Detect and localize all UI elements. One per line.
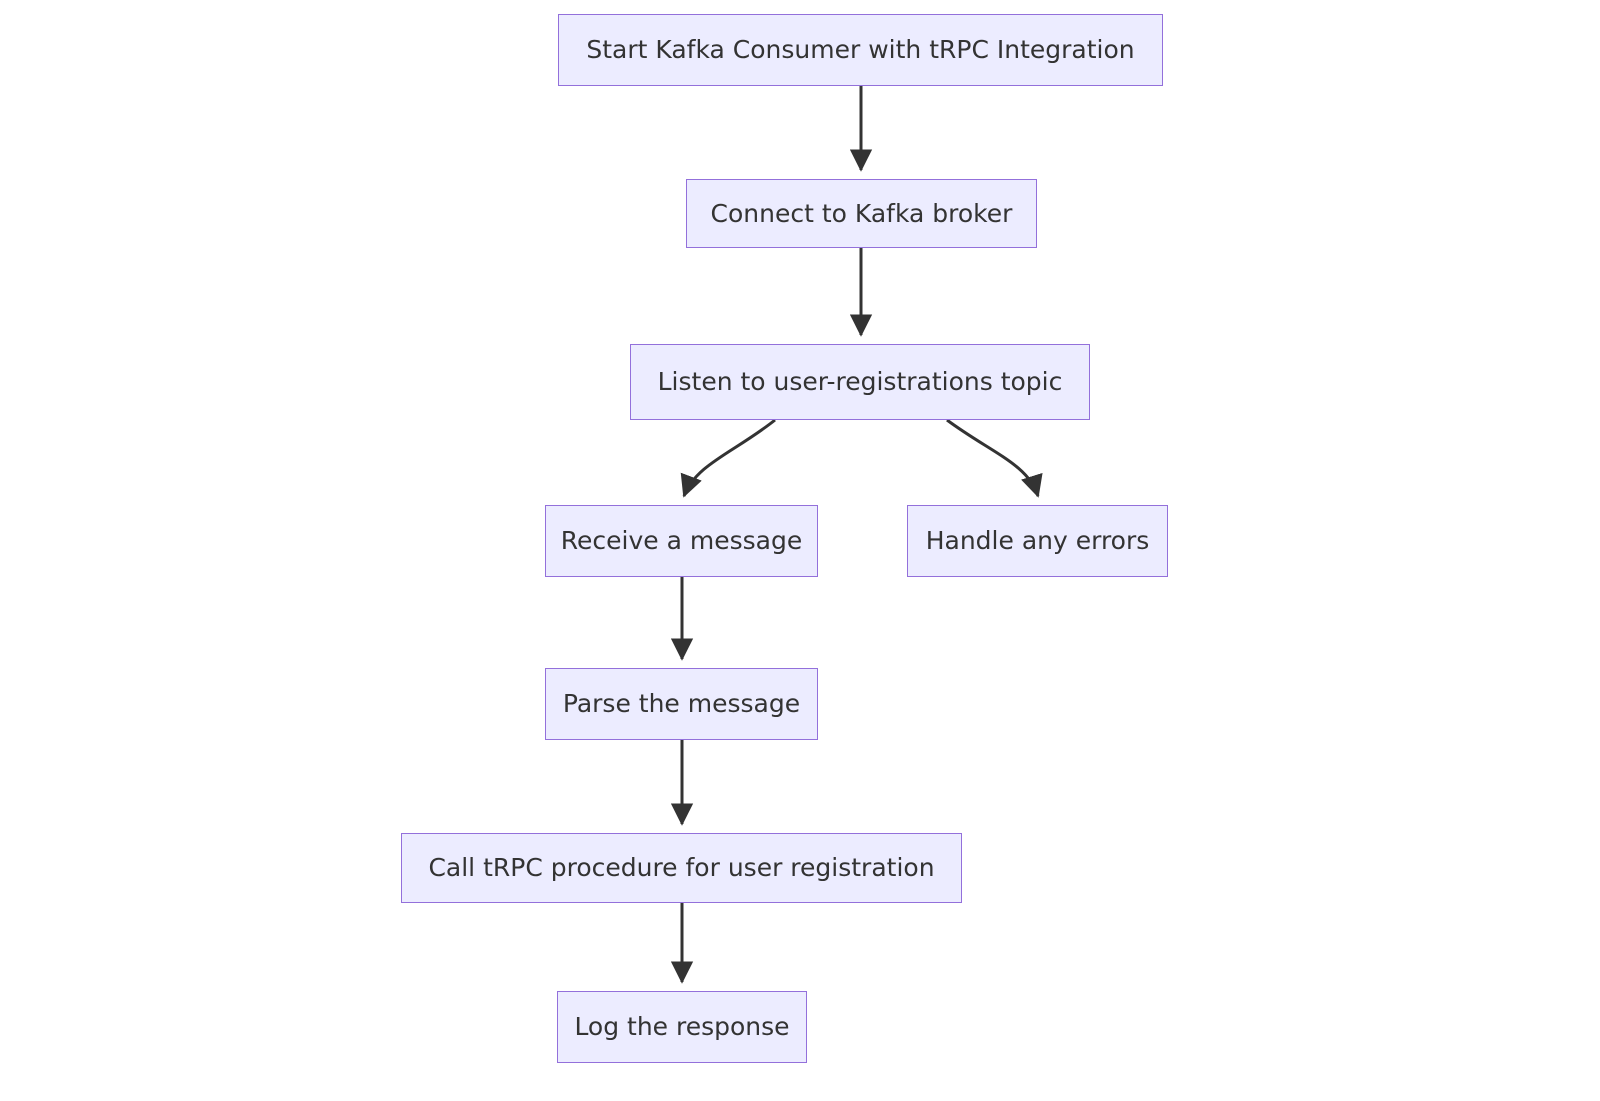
node-label: Connect to Kafka broker	[710, 198, 1013, 228]
node-listen-topic: Listen to user-registrations topic	[630, 344, 1090, 420]
node-connect-to-broker: Connect to Kafka broker	[686, 179, 1037, 248]
edge-listen-to-receive	[680, 418, 776, 498]
node-label: Call tRPC procedure for user registratio…	[428, 853, 935, 883]
node-call-trpc-procedure: Call tRPC procedure for user registratio…	[401, 833, 962, 903]
node-log-response: Log the response	[557, 991, 807, 1063]
node-handle-errors: Handle any errors	[907, 505, 1168, 577]
node-start-kafka-consumer: Start Kafka Consumer with tRPC Integrati…	[558, 14, 1163, 86]
node-label: Receive a message	[560, 526, 803, 556]
node-label: Start Kafka Consumer with tRPC Integrati…	[586, 35, 1135, 65]
node-label: Listen to user-registrations topic	[657, 367, 1063, 397]
node-receive-message: Receive a message	[545, 505, 818, 577]
node-label: Handle any errors	[925, 526, 1150, 556]
node-label: Parse the message	[562, 689, 801, 719]
edge-listen-to-errors	[946, 418, 1043, 498]
node-parse-message: Parse the message	[545, 668, 818, 740]
node-label: Log the response	[574, 1012, 790, 1042]
